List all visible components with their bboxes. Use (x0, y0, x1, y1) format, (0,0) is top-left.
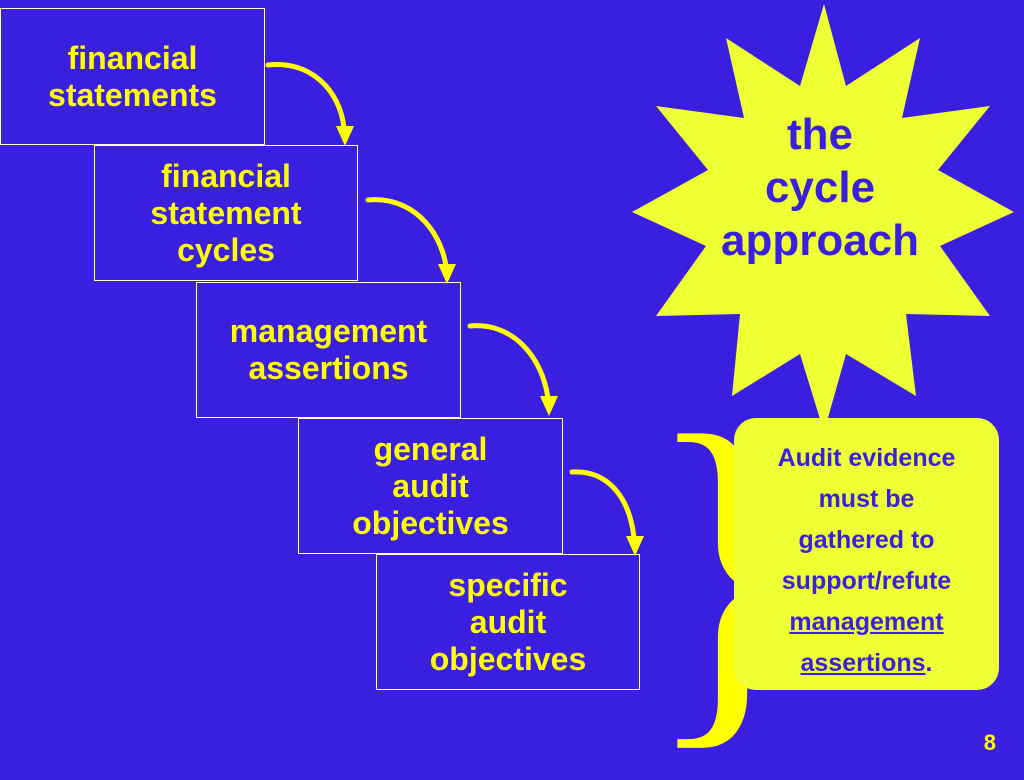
audit-evidence-callout: Audit evidence must be gathered to suppo… (734, 418, 999, 690)
starburst-text: the cycle approach (670, 108, 970, 267)
arrow-head (336, 126, 354, 146)
callout-underline: assertions (800, 649, 926, 677)
step-financial-statement-cycles: financial statement cycles (94, 145, 358, 281)
starburst-line: approach (720, 216, 920, 265)
step-text: management (229, 313, 428, 349)
callout-line: must be (818, 485, 915, 513)
callout-line: Audit evidence (777, 444, 956, 472)
step-text: audit (469, 603, 547, 640)
arrow-curve (569, 469, 637, 541)
page-number: 8 (983, 730, 996, 755)
callout-underline: management (789, 608, 944, 636)
arrow-curve (265, 61, 347, 131)
step-text: financial (161, 157, 291, 194)
step-text: statements (48, 76, 217, 113)
step-text: cycles (177, 231, 275, 268)
step-text: objectives (429, 640, 587, 677)
step-text: financial (67, 39, 198, 76)
step-text: audit (392, 467, 469, 504)
callout-line-underlined: management (734, 602, 999, 643)
callout-line-underlined: assertions. (734, 643, 999, 684)
step-specific-audit-objectives: specific audit objectives (376, 554, 640, 690)
starburst-line: the (787, 110, 853, 159)
callout-line: gathered to (798, 526, 935, 554)
arrow-head (438, 264, 456, 284)
starburst-line: cycle (764, 163, 876, 212)
callout-line: support/refute (781, 567, 952, 595)
step-management-assertions: management assertions (196, 282, 461, 418)
step-text: specific (448, 566, 568, 603)
arrow-curve (365, 197, 449, 269)
step-text: objectives (352, 504, 509, 541)
step-general-audit-objectives: general audit objectives (298, 418, 563, 554)
arrow-head (540, 396, 558, 416)
arrow-head (626, 536, 644, 556)
callout-period: . (925, 649, 933, 677)
step-text: statement (150, 194, 302, 231)
step-text: general (373, 430, 488, 467)
step-text: assertions (248, 350, 409, 386)
step-financial-statements: financial statements (0, 8, 265, 145)
arrow-curve (467, 323, 551, 401)
